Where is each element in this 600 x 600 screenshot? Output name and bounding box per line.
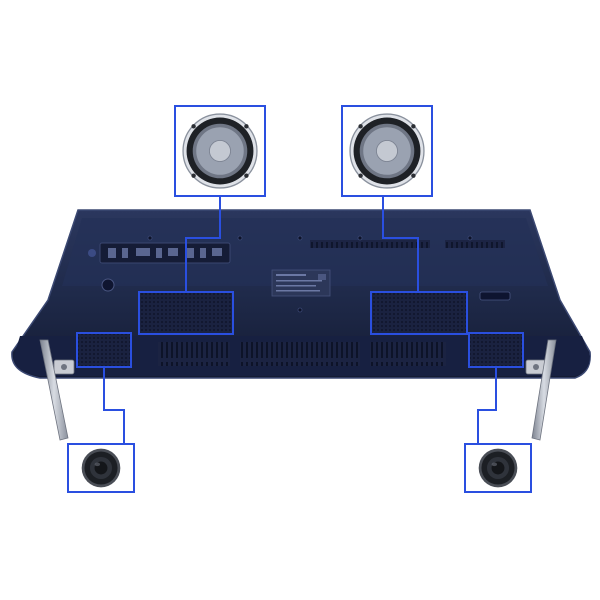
- lower-left-woofer-grille: [78, 334, 130, 366]
- woofer-icon: [69, 445, 133, 491]
- lower-right-woofer-inset: [464, 443, 532, 493]
- rating-label: [271, 269, 331, 297]
- left-stand-leg: [39, 339, 69, 441]
- upper-left-speaker-inset: [174, 105, 266, 197]
- power-jack-icon: [101, 278, 115, 292]
- input-panel: [99, 242, 231, 264]
- callout-line-lower-right: [477, 367, 497, 444]
- speaker-driver-icon: [176, 107, 264, 195]
- upper-left-speaker-grille: [140, 293, 232, 333]
- upper-right-speaker-grille: [372, 293, 466, 333]
- callout-line-lower-left: [103, 367, 125, 444]
- woofer-icon: [466, 445, 530, 491]
- speaker-driver-icon: [343, 107, 431, 195]
- upper-right-speaker-inset: [341, 105, 433, 197]
- lower-right-woofer-grille: [470, 334, 522, 366]
- lower-left-woofer-inset: [67, 443, 135, 493]
- right-stand-leg: [531, 339, 557, 441]
- callout-line-upper-left: [185, 196, 221, 292]
- callout-line-upper-right: [382, 196, 419, 292]
